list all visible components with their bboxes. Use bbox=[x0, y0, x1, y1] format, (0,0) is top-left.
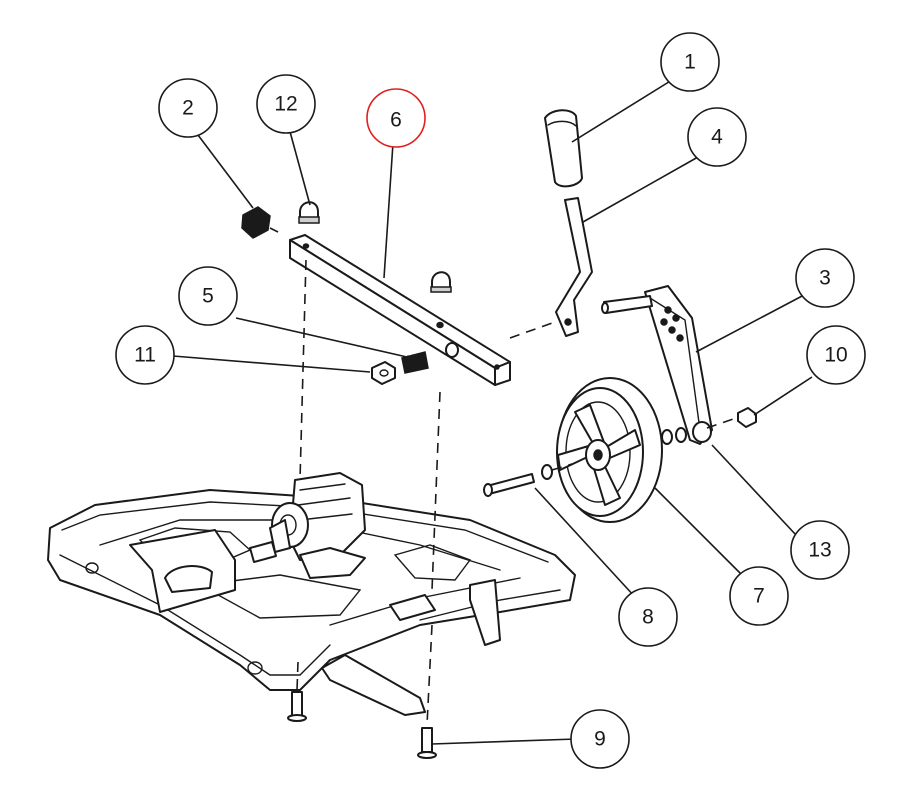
callout-label: 3 bbox=[819, 267, 831, 290]
callout-label: 1 bbox=[684, 51, 696, 74]
callout-label: 5 bbox=[202, 285, 214, 308]
callout-9: 9 bbox=[570, 709, 630, 769]
washers-part-13 bbox=[661, 427, 687, 445]
callout-label: 10 bbox=[824, 344, 847, 367]
assembly-lines bbox=[296, 259, 737, 726]
leader-lines bbox=[172, 79, 813, 745]
bolt-lower-left bbox=[287, 691, 307, 722]
callout-label: 11 bbox=[134, 344, 156, 367]
callout-label: 12 bbox=[274, 93, 297, 116]
callout-label: 7 bbox=[753, 585, 765, 608]
spring-part-5 bbox=[401, 342, 459, 374]
bracket-part-3 bbox=[601, 285, 713, 445]
bolt-part-8 bbox=[483, 464, 553, 497]
callout-label: 4 bbox=[711, 126, 723, 149]
callout-label: 6 bbox=[390, 109, 402, 132]
callout-label: 2 bbox=[182, 97, 194, 120]
nut-part-12 bbox=[298, 201, 320, 224]
nut-part-10 bbox=[737, 407, 757, 428]
callout-5: 5 bbox=[178, 266, 238, 326]
cap-part-2 bbox=[241, 206, 279, 239]
nut-bar bbox=[430, 271, 452, 293]
wheel-part-7 bbox=[556, 377, 663, 523]
callout-7: 7 bbox=[729, 566, 789, 626]
callout-13: 13 bbox=[790, 520, 850, 580]
bolt-part-9 bbox=[417, 727, 437, 759]
callout-4: 4 bbox=[687, 107, 747, 167]
callout-label: 13 bbox=[808, 539, 831, 562]
callout-12: 12 bbox=[256, 74, 316, 134]
callout-1: 1 bbox=[660, 32, 720, 92]
nut-part-11 bbox=[371, 361, 396, 385]
grip-part-1 bbox=[544, 109, 583, 188]
lever-part-4 bbox=[555, 197, 593, 337]
callout-3: 3 bbox=[795, 248, 855, 308]
callout-6: 6 bbox=[366, 88, 426, 148]
callout-11: 11 bbox=[115, 325, 175, 385]
callout-label: 8 bbox=[642, 606, 654, 629]
callout-8: 8 bbox=[618, 587, 678, 647]
handle-bar-part-6 bbox=[289, 234, 511, 386]
callout-10: 10 bbox=[806, 325, 866, 385]
mower-deck bbox=[47, 472, 576, 716]
callout-label: 9 bbox=[594, 728, 606, 751]
callout-2: 2 bbox=[158, 78, 218, 138]
